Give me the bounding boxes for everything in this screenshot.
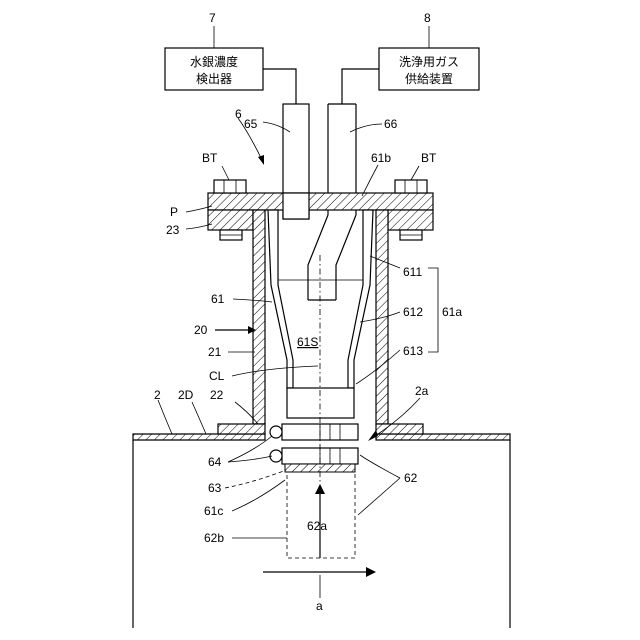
label-611: 611 (403, 265, 422, 279)
ref-7: 7 (209, 11, 216, 25)
label-bt-right: BT (421, 151, 437, 165)
bracket-61a (428, 268, 438, 352)
label-22: 22 (210, 388, 224, 402)
detector-connection-line (263, 69, 296, 104)
label-23: 23 (166, 223, 180, 237)
label-612: 612 (403, 305, 423, 319)
label-a: a (316, 599, 323, 613)
label-62b: 62b (204, 531, 224, 545)
label-65: 65 (244, 117, 258, 131)
flange-plate-P (208, 193, 433, 230)
label-61b: 61b (371, 151, 391, 165)
ref-8: 8 (424, 11, 431, 25)
label-63: 63 (208, 481, 222, 495)
mercury-detector-label-line2: 検出器 (196, 72, 232, 86)
gas-supply-label-line2: 供給装置 (405, 72, 453, 86)
label-62a: 62a (307, 519, 327, 533)
mercury-detector-box: 水銀濃度 検出器 (165, 48, 263, 90)
flow-arrow-a (263, 567, 376, 577)
label-61a: 61a (442, 305, 462, 319)
probe-body-61 (268, 210, 373, 418)
clamp-64-lower (270, 448, 358, 464)
gas-supply-connection-line (342, 69, 379, 104)
label-613: 613 (403, 344, 423, 358)
label-21: 21 (208, 345, 222, 359)
arrow-20 (215, 326, 256, 334)
cleaning-gas-supply-box: 洗浄用ガス 供給装置 (379, 48, 479, 90)
label-bt-left: BT (202, 151, 218, 165)
label-CL: CL (209, 369, 225, 383)
label-2: 2 (154, 388, 161, 402)
label-P: P (170, 205, 178, 219)
label-6: 6 (235, 107, 242, 121)
label-62: 62 (404, 471, 418, 485)
label-61: 61 (211, 292, 225, 306)
sampling-region-62 (287, 472, 355, 558)
mercury-detector-label-line1: 水銀濃度 (190, 54, 238, 69)
clamp-64-upper (270, 424, 358, 440)
label-20: 20 (194, 323, 208, 337)
label-61c: 61c (204, 504, 223, 518)
label-2a: 2a (415, 384, 429, 398)
gas-supply-label-line1: 洗浄用ガス (399, 55, 459, 69)
label-64: 64 (208, 455, 222, 469)
label-66: 66 (384, 117, 398, 131)
label-2D: 2D (178, 388, 194, 402)
label-61S: 61S (297, 335, 318, 349)
